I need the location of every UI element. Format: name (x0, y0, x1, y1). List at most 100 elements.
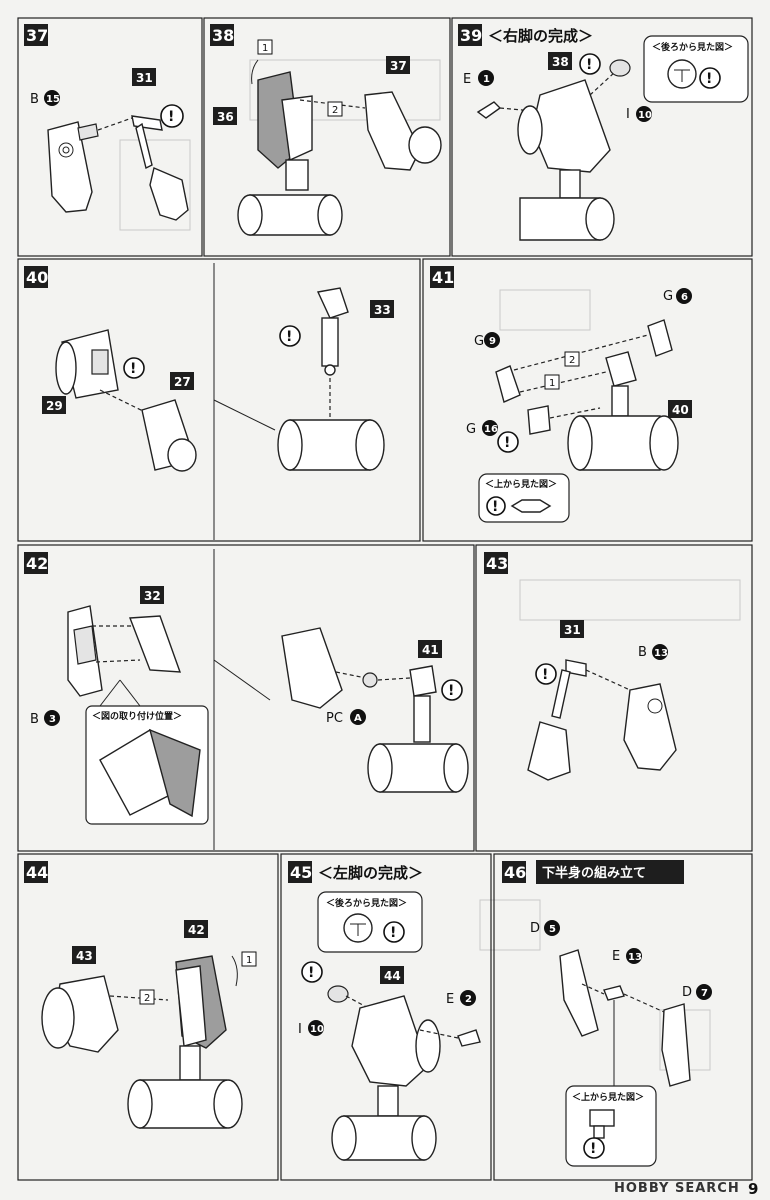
svg-text:!: ! (492, 499, 498, 515)
part-e2 (457, 1029, 481, 1047)
step-38-panel: 38 1 36 2 37 (203, 17, 451, 257)
label-b: B (638, 645, 647, 660)
part-g9 (495, 365, 521, 403)
label-b: B (30, 712, 39, 727)
part-33-label: 33 (374, 303, 391, 317)
page-number: 9 (748, 1180, 758, 1198)
order-number: 2 (144, 993, 150, 1004)
part-27-label: 27 (174, 375, 191, 389)
part-38-label: 38 (552, 55, 569, 69)
label-g: G (466, 422, 476, 437)
svg-text:A: A (354, 713, 362, 724)
part-g16 (527, 405, 551, 435)
label-e: E (463, 72, 471, 87)
svg-text:7: 7 (701, 988, 708, 999)
step-37-panel: 37 B 15 31 ! (17, 17, 203, 257)
step-number-box (24, 24, 48, 46)
inset-title: ＜上から見た図＞ (572, 1091, 644, 1103)
svg-text:!: ! (130, 361, 136, 377)
part-42-label: 42 (188, 923, 205, 937)
leg-shell (281, 627, 343, 709)
part-e13 (603, 985, 625, 1001)
svg-text:2: 2 (465, 994, 472, 1005)
order-number: 2 (332, 105, 338, 116)
show-through-background (119, 59, 741, 1071)
part-32 (129, 615, 182, 673)
inset-title: ＜後ろから見た図＞ (652, 41, 733, 53)
pc-a-joint (362, 672, 378, 688)
circle-number-text: 15 (46, 94, 60, 105)
part-g6 (647, 319, 673, 357)
step-number: 46 (504, 863, 526, 882)
svg-text:13: 13 (654, 648, 668, 659)
left-leg-upper (351, 995, 429, 1087)
part-33 (316, 287, 349, 319)
svg-text:!: ! (286, 329, 292, 345)
watermark: HOBBY SEARCH (614, 1181, 740, 1196)
step-42-panel: 42 B 3 32 ＜図の取り付け位置＞ PC A (17, 544, 475, 852)
right-leg-upper (531, 79, 611, 173)
label-g: G (663, 289, 673, 304)
step-number: 44 (26, 863, 48, 882)
part-31-foot (527, 721, 571, 781)
part-36-label: 36 (217, 110, 234, 124)
step-43-panel: 43 31 ! B 13 (475, 544, 753, 852)
part-43-label: 43 (76, 949, 93, 963)
inset-title: ＜上から見た図＞ (485, 478, 557, 490)
circle-number (44, 90, 60, 106)
order-number: 1 (549, 378, 555, 389)
step-39-panel: 39 ＜右脚の完成＞ ＜後ろから見た図＞ ! E 1 38 ! I 10 (451, 17, 753, 257)
svg-text:13: 13 (628, 952, 642, 963)
inset-title: ＜後ろから見た図＞ (326, 897, 407, 909)
step-number: 41 (432, 268, 454, 287)
part-31-foot (149, 167, 189, 221)
order-number: 1 (262, 43, 268, 54)
label-e: E (612, 949, 620, 964)
svg-text:6: 6 (681, 292, 688, 303)
step-40-panel: 40 29 ! 27 33 ! (17, 258, 421, 542)
svg-text:!: ! (590, 1141, 596, 1157)
step-number: 37 (26, 26, 48, 45)
label-d: D (682, 985, 692, 1000)
svg-text:!: ! (168, 109, 174, 125)
part-b15 (47, 121, 93, 213)
part-41-label: 41 (422, 643, 439, 657)
part-44-label: 44 (384, 969, 401, 983)
part-d5 (559, 949, 599, 1037)
step-title: 下半身の組み立て (542, 865, 646, 881)
part-b13 (623, 683, 677, 771)
step-number: 45 (290, 863, 312, 882)
step-44-panel: 44 43 2 42 1 (17, 853, 279, 1181)
svg-text:3: 3 (49, 714, 56, 725)
inset-back-view (643, 35, 749, 103)
svg-text:!: ! (586, 57, 592, 73)
step-number: 43 (486, 554, 508, 573)
svg-text:!: ! (542, 667, 548, 683)
part-32-label: 32 (144, 589, 161, 603)
step-45-panel: 45 ＜左脚の完成＞ ＜後ろから見た図＞ ! ! I 10 44 E 2 (280, 853, 492, 1181)
svg-text:10: 10 (638, 110, 652, 121)
label-e: E (446, 992, 454, 1007)
step-number: 38 (212, 26, 234, 45)
label-i: I (298, 1022, 302, 1037)
warning-icon (160, 104, 184, 128)
part-40-label: 40 (672, 403, 689, 417)
step-title: ＜左脚の完成＞ (318, 864, 423, 882)
svg-text:!: ! (308, 965, 314, 981)
label-i: I (626, 107, 630, 122)
step-46-panel: 46 下半身の組み立て D 5 E 13 D 7 ＜上から見た図＞ ! (493, 853, 753, 1181)
order-number: 1 (246, 955, 252, 966)
svg-text:10: 10 (310, 1024, 324, 1035)
label-b: B (30, 92, 39, 107)
step-number: 40 (26, 268, 48, 287)
part-37-label: 37 (390, 59, 407, 73)
part-29-label: 29 (46, 399, 63, 413)
svg-text:5: 5 (549, 924, 556, 935)
step-number: 42 (26, 554, 48, 573)
label-pc: PC (326, 711, 343, 726)
part-d7 (661, 1003, 691, 1087)
svg-text:!: ! (448, 683, 454, 699)
footer: HOBBY SEARCH 9 (614, 1180, 758, 1198)
